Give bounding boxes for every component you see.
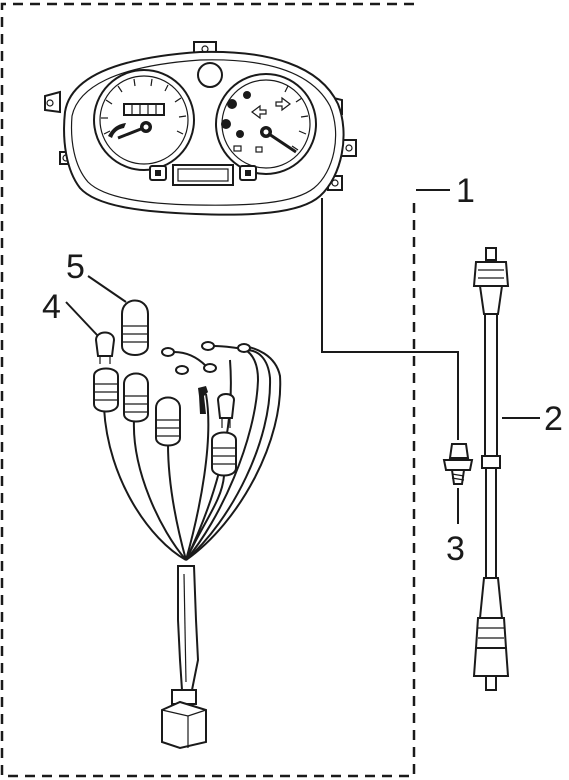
odometer-window [123,103,165,116]
wedge-bulb [216,393,236,419]
turn-signal-icon [251,104,267,120]
bulb-socket [211,431,237,477]
wiring-harness [93,299,282,750]
instrument-cluster [44,41,357,216]
callout-1: 1 [456,172,475,210]
leader-4 [65,301,99,337]
callout-2: 2 [544,400,563,438]
secondary-dial-ticks [284,85,309,151]
screw [442,443,474,485]
warning-lamp-icon [221,119,231,129]
bulb-socket [93,367,119,413]
warning-lamp-icon [227,99,237,109]
harness-trunk [177,565,200,691]
callout-4: 4 [42,288,61,326]
callout-5: 5 [66,248,85,286]
speedometer [93,69,195,171]
assembly-boundary [0,2,416,778]
small-bulb-clip [198,386,208,414]
secondary-dial-needle [265,130,297,154]
warning-lamp-icon [243,91,251,99]
bulb-socket [155,396,181,447]
leader-5 [87,275,127,303]
bulb-socket-part-5 [121,299,149,356]
secondary-dial [215,73,317,175]
indicator-lens [197,62,223,88]
speedometer-ticks [101,78,187,135]
turn-signal-icon [275,96,291,112]
bulb-socket [123,372,149,423]
bulb-part-4 [94,331,116,357]
leader-3-connector [321,198,459,440]
lcd-display [172,164,234,186]
warning-lamp-icon [236,130,244,138]
speedometer-cable [472,247,510,691]
callout-3: 3 [446,530,465,568]
wire-terminals [161,341,251,375]
leader-lines [65,189,540,524]
harness-connector [161,689,207,750]
